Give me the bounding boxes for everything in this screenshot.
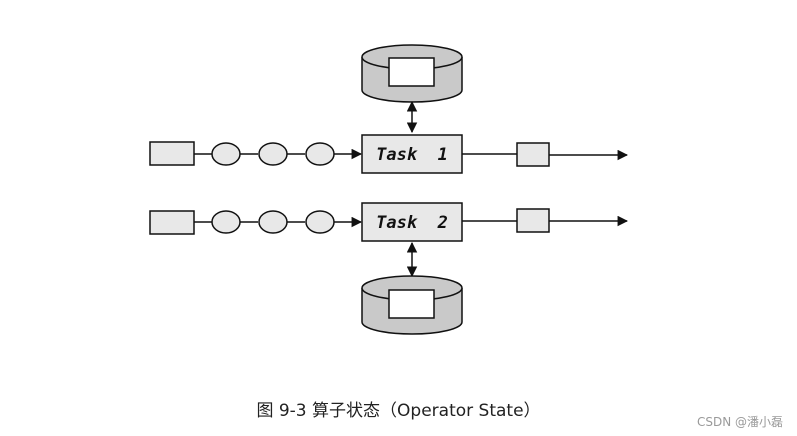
record-circle [258,142,288,166]
figure-caption: 图 9-3 算子状态（Operator State） [256,401,541,421]
record-circle [258,210,288,234]
task-label: Task 2 [376,213,448,233]
record-circle [211,210,241,234]
source-box [149,210,195,235]
task-box [361,202,463,242]
state-store-bottom [361,275,463,335]
task-box [361,134,463,174]
state-store-top [361,44,463,103]
output-box [516,208,550,233]
task-label: Task 1 [376,145,448,165]
record-circle [211,142,241,166]
record-circle [305,210,335,234]
source-box [149,141,195,166]
pipeline-row-1: Task 1 [149,134,629,174]
output-box [516,142,550,167]
record-circle [305,142,335,166]
watermark: CSDN @潘小磊 [696,415,783,429]
pipeline-row-2: Task 2 [149,202,629,242]
